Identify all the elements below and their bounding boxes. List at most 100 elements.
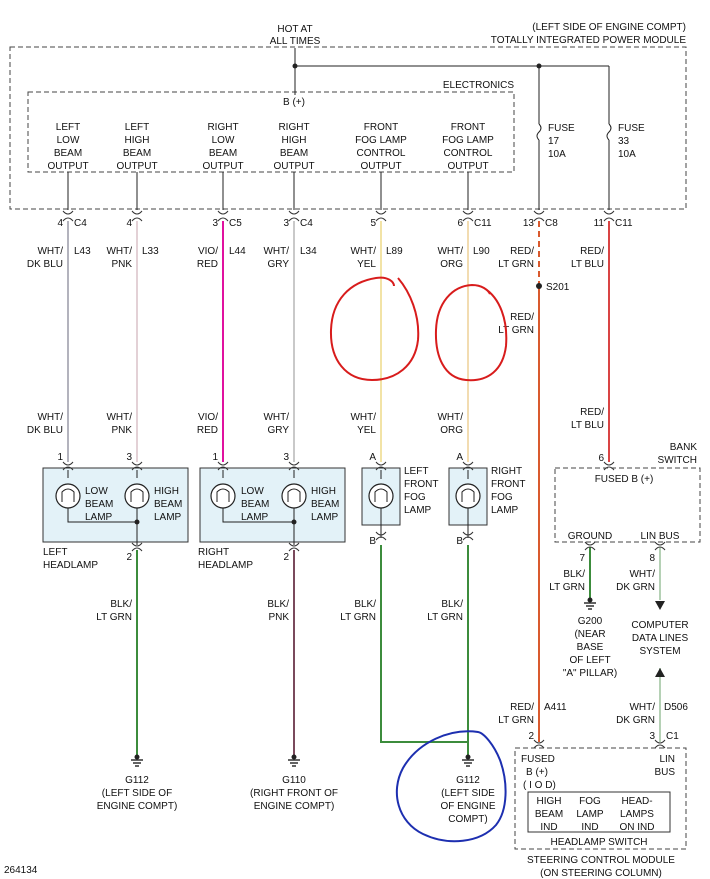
wl-u3-c1: VIO/ (198, 246, 218, 257)
splice-label: S201 (546, 282, 570, 293)
rf-pin-in: A (456, 452, 463, 463)
hot-label-2: ALL TIMES (270, 36, 321, 47)
scm-bus: BUS (654, 767, 675, 778)
fuse33-l1: FUSE (618, 123, 645, 134)
power-module-box (9, 46, 687, 210)
fuse17-l3: 10A (548, 149, 566, 160)
lh-high-bulb-icon (124, 483, 150, 509)
rh-low-l2: BEAM (241, 499, 269, 510)
wl-l1-c1: WHT/ (37, 412, 63, 423)
wl-u3-c2: RED (197, 259, 218, 270)
d506-c1: WHT/ (629, 702, 655, 713)
left-fog-lamp: A B LEFT FRONT FOG LAMP (361, 452, 438, 547)
rf-bulb-icon (455, 483, 481, 509)
ground-g112-left: G112 (LEFT SIDE OF ENGINE COMPT) (97, 754, 177, 812)
rh-high-l1: HIGH (311, 486, 336, 497)
wl-u4-ckt: L34 (300, 246, 317, 257)
g200-c2: LT GRN (549, 582, 585, 593)
wl-u4-c1: WHT/ (263, 246, 289, 257)
figure-id: 264134 (4, 865, 38, 876)
scm-name1: STEERING CONTROL MODULE (527, 855, 675, 866)
red-circle-annotation-1 (329, 276, 420, 382)
g110-l2: ENGINE COMPT) (254, 801, 335, 812)
blue-circle-annotation (395, 730, 507, 843)
ground-g110: G110 (RIGHT FRONT OF ENGINE COMPT) (250, 754, 338, 812)
g200-name: G200 (578, 616, 603, 627)
pin-out5: 5 (370, 218, 376, 229)
rh-pin-low: 1 (212, 452, 218, 463)
bplus-label: B (+) (283, 97, 305, 108)
g112l-l1: (LEFT SIDE OF (102, 788, 172, 799)
rf-l2: FRONT (491, 479, 525, 490)
wl-l5-c1: WHT/ (350, 412, 376, 423)
wl-l6-c2: ORG (440, 425, 463, 436)
g112f-name: G112 (456, 775, 480, 786)
g110-l1: (RIGHT FRONT OF (250, 788, 338, 799)
wire-blk-lt-grn-lfog (380, 545, 469, 755)
g110-name: G110 (282, 775, 306, 786)
gw4-c2: LT GRN (427, 612, 463, 623)
wl-splice-c1: RED/ (510, 312, 534, 323)
wl-u2-c2: PNK (111, 259, 132, 270)
g200-l4: "A" PILLAR) (563, 668, 617, 679)
scm-fused: FUSED (521, 754, 555, 765)
scm-ind3-l2: LAMPS (620, 809, 654, 820)
out1-l4: OUTPUT (47, 161, 88, 172)
wl-u7-c1: RED/ (510, 246, 534, 257)
wl-u1-c1: WHT/ (37, 246, 63, 257)
lower-wire-labels: WHT/ DK BLU WHT/ PNK VIO/ RED WHT/ GRY W… (27, 407, 604, 436)
g200-c1: BLK/ (563, 569, 585, 580)
out3-l4: OUTPUT (202, 161, 243, 172)
lf-l4: LAMP (404, 505, 432, 516)
lh-pin-high: 3 (126, 452, 132, 463)
gw3-c2: LT GRN (340, 612, 376, 623)
rh-pin-out: 2 (283, 552, 289, 563)
module-drops (67, 172, 469, 210)
g112f-l3: COMPT) (448, 814, 487, 825)
wl-u7-c2: LT GRN (498, 259, 534, 270)
bank-fused: FUSED B (+) (595, 474, 654, 485)
lin-c1: WHT/ (629, 569, 655, 580)
wl-u6-c2: ORG (440, 259, 463, 270)
conn-fuse33: C11 (615, 218, 633, 229)
wl-u8-c2: LT BLU (571, 259, 604, 270)
lh-pin-out: 2 (126, 552, 132, 563)
wl-u5-ckt: L89 (386, 246, 403, 257)
out2-l1: LEFT (125, 122, 149, 133)
d506-conn: C1 (666, 731, 679, 742)
scm-switch: HEADLAMP SWITCH (550, 837, 647, 848)
out6-l3: CONTROL (444, 148, 493, 159)
a411-labels: RED/ LT GRN A411 2 (498, 702, 567, 749)
out3-l3: BEAM (209, 148, 237, 159)
wl-u1-c2: DK BLU (27, 259, 63, 270)
lh-low-l1: LOW (85, 486, 108, 497)
module-location: (LEFT SIDE OF ENGINE COMPT) (532, 22, 686, 33)
rh-high-l3: LAMP (311, 512, 339, 523)
gw1-c1: BLK/ (110, 599, 132, 610)
g112f-l1: (LEFT SIDE (441, 788, 495, 799)
wl-u5-c2: YEL (357, 259, 376, 270)
scm-name2: (ON STEERING COLUMN) (540, 868, 662, 879)
a411-c2: LT GRN (498, 715, 534, 726)
wl-l1-c2: DK BLU (27, 425, 63, 436)
scm-ind2-l1: FOG (579, 796, 601, 807)
out1-l1: LEFT (56, 122, 80, 133)
pin-fuse33: 11 (594, 218, 605, 229)
d506-name: D506 (664, 702, 688, 713)
out4-l3: BEAM (280, 148, 308, 159)
wl-splice-c2: LT GRN (498, 325, 534, 336)
lh-name1: LEFT (43, 547, 67, 558)
lh-high-l2: BEAM (154, 499, 182, 510)
lf-l1: LEFT (404, 466, 428, 477)
scm-ind2-l3: IND (581, 822, 598, 833)
lh-high-l1: HIGH (154, 486, 179, 497)
out4-l4: OUTPUT (273, 161, 314, 172)
g112l-name: G112 (125, 775, 149, 786)
lh-low-l2: BEAM (85, 499, 113, 510)
rh-name1: RIGHT (198, 547, 229, 558)
electronics-label: ELECTRONICS (443, 80, 514, 91)
out2-l3: BEAM (123, 148, 151, 159)
bank-linbus: LIN BUS (641, 531, 680, 542)
g200-l2: BASE (577, 642, 604, 653)
